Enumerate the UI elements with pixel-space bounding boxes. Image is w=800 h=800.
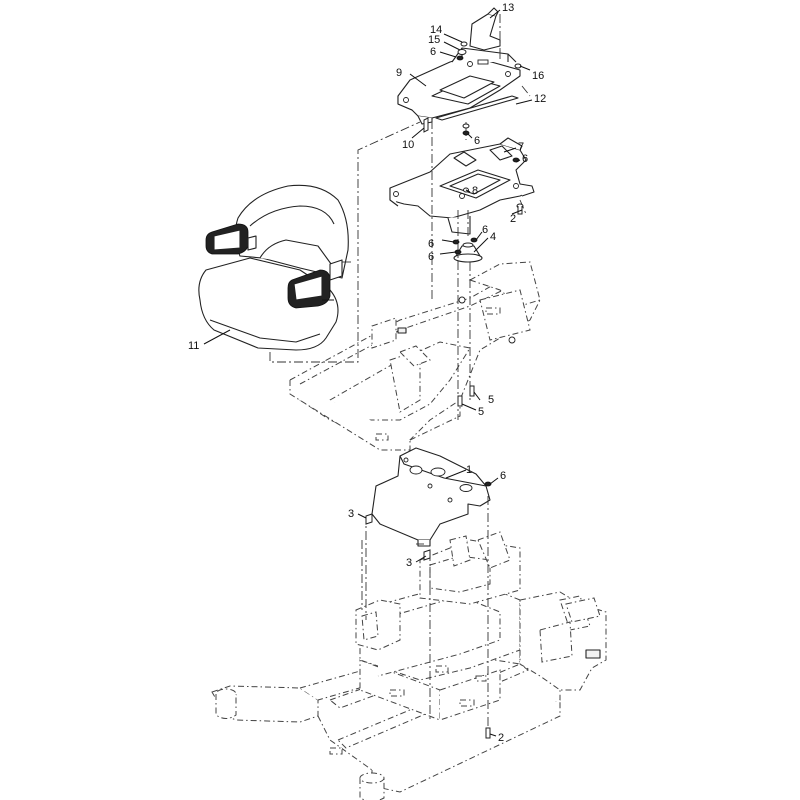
callout-5: 5 bbox=[478, 406, 484, 418]
callout-4: 4 bbox=[490, 231, 496, 243]
callout-2: 2 bbox=[510, 213, 516, 225]
lower-main-frame bbox=[211, 531, 607, 800]
callout-13: 13 bbox=[502, 2, 514, 14]
callout-6: 6 bbox=[482, 224, 488, 236]
callout-2: 2 bbox=[498, 732, 504, 744]
callout-7: 7 bbox=[518, 141, 524, 153]
hardware bbox=[365, 41, 524, 739]
callout-6: 6 bbox=[522, 153, 528, 165]
rod-12 bbox=[435, 95, 519, 121]
callout-12: 12 bbox=[534, 93, 546, 105]
callout-6: 6 bbox=[428, 238, 434, 250]
mounting-plate-1 bbox=[371, 447, 491, 547]
callouts: 13 14 15 6 9 16 12 10 6 7 6 8 2 6 6 4 6 … bbox=[188, 2, 546, 744]
callout-11: 11 bbox=[188, 340, 199, 352]
callout-1: 1 bbox=[466, 464, 472, 476]
callout-8: 8 bbox=[472, 185, 478, 197]
callout-16: 16 bbox=[532, 70, 544, 82]
seat-11 bbox=[198, 184, 349, 351]
upper-seat-frame bbox=[289, 261, 541, 451]
isolator-4 bbox=[453, 242, 483, 263]
bracket-13 bbox=[469, 7, 501, 84]
callout-3: 3 bbox=[348, 508, 354, 520]
leader-lines bbox=[203, 9, 533, 737]
callout-15: 15 bbox=[428, 34, 440, 46]
callout-3: 3 bbox=[406, 557, 412, 569]
callout-6: 6 bbox=[500, 470, 506, 482]
suspension-plate-7 bbox=[389, 137, 535, 235]
callout-9: 9 bbox=[396, 67, 402, 79]
seat-alignment-lines bbox=[269, 121, 421, 363]
callout-6: 6 bbox=[474, 135, 480, 147]
callout-6: 6 bbox=[428, 251, 434, 263]
callout-5: 5 bbox=[488, 394, 494, 406]
callout-14: 14 bbox=[430, 24, 442, 36]
callout-10: 10 bbox=[402, 139, 414, 151]
callout-6: 6 bbox=[430, 46, 436, 58]
decal bbox=[585, 649, 601, 659]
